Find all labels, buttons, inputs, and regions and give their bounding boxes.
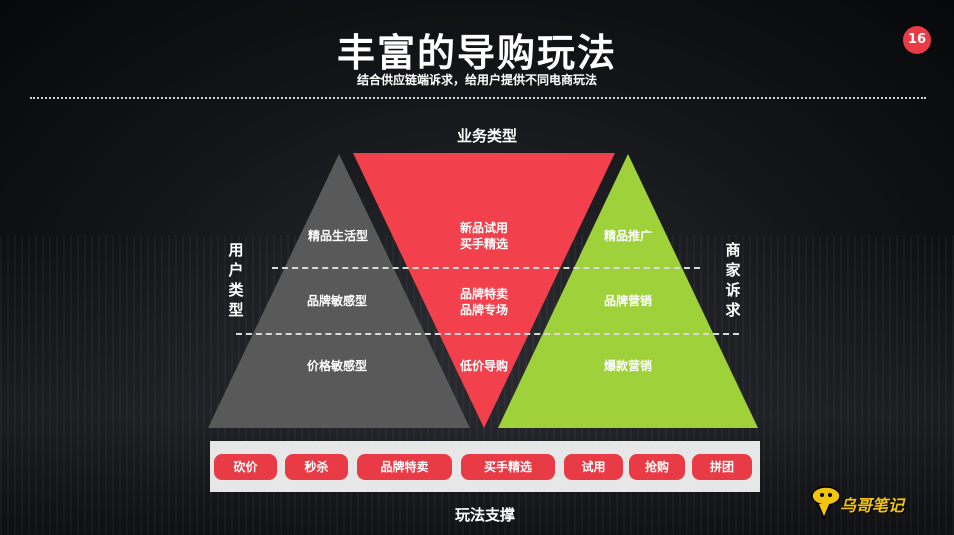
merchant-demand-cell: 爆款营销 [603, 359, 652, 373]
merchant-demand-cell: 精品推广 [603, 229, 652, 243]
user-type-cell: 价格敏感型 [306, 359, 367, 373]
page-title: 丰富的导购玩法 [336, 31, 617, 75]
brand-logo-text: 乌哥笔记 [840, 496, 905, 515]
support-item: 砍价 [214, 454, 277, 480]
business-type-line: 品牌专场 [459, 303, 508, 317]
header-divider [30, 97, 926, 99]
gameplay-support-label: 玩法支撑 [454, 506, 515, 524]
business-type-cell: 新品试用 买手精选 [434, 220, 534, 252]
support-item: 品牌特卖 [357, 454, 452, 480]
user-type-label: 用户类型 [228, 241, 244, 319]
business-type-label: 业务类型 [456, 127, 517, 145]
merchant-demand-label: 商家诉求 [725, 241, 741, 319]
support-item: 秒杀 [285, 454, 348, 480]
business-type-cell: 低价导购 [434, 358, 534, 374]
business-type-triangle [353, 153, 615, 428]
user-type-cell: 品牌敏感型 [306, 294, 367, 308]
page-subtitle: 结合供应链端诉求，给用户提供不同电商玩法 [356, 73, 597, 87]
support-item: 买手精选 [461, 454, 555, 480]
page-number-badge: 16 [903, 26, 931, 54]
business-type-line: 买手精选 [459, 237, 508, 251]
merchant-demand-triangle [498, 154, 758, 428]
business-type-line: 低价导购 [459, 359, 508, 373]
support-item: 拼团 [692, 454, 752, 480]
support-item: 试用 [564, 454, 623, 480]
support-item: 抢购 [629, 454, 685, 480]
business-type-line: 品牌特卖 [459, 287, 508, 301]
user-type-cell: 精品生活型 [307, 229, 368, 243]
merchant-demand-cell: 品牌营销 [603, 294, 652, 308]
brand-logo-icon [811, 486, 841, 520]
business-type-cell: 品牌特卖 品牌专场 [434, 286, 534, 318]
business-type-line: 新品试用 [459, 221, 508, 235]
row-divider-2 [236, 333, 739, 335]
row-divider-1 [272, 267, 700, 269]
user-type-triangle [208, 154, 470, 428]
